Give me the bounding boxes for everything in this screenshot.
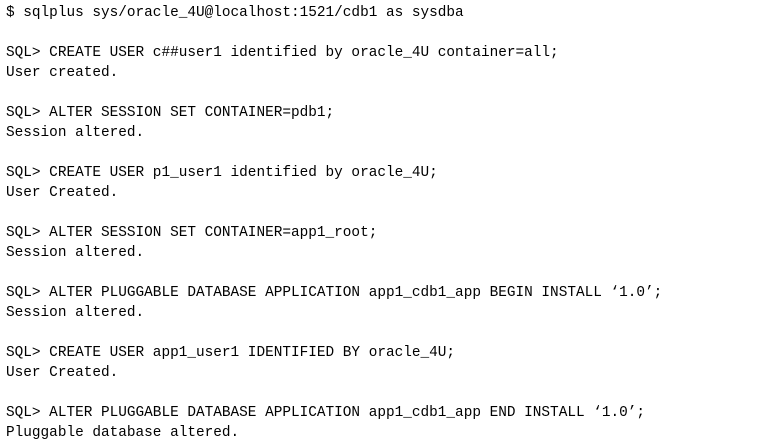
terminal-blank-line [6, 323, 767, 343]
terminal-blank-line [6, 263, 767, 283]
terminal-line-command: SQL> ALTER PLUGGABLE DATABASE APPLICATIO… [6, 405, 646, 421]
terminal-line-command: SQL> CREATE USER c##user1 identified by … [6, 45, 559, 61]
terminal-blank-line [6, 23, 767, 43]
terminal-line-connect: $ sqlplus sys/oracle_4U@localhost:1521/c… [6, 5, 464, 21]
terminal-line-result: User Created. [6, 185, 119, 201]
terminal-line-result: User Created. [6, 365, 119, 381]
terminal-line-command: SQL> ALTER SESSION SET CONTAINER=pdb1; [6, 105, 335, 121]
terminal-blank-line [6, 383, 767, 403]
terminal-line-result: Session altered. [6, 245, 145, 261]
terminal-blank-line [6, 203, 767, 223]
terminal-line-command: SQL> ALTER SESSION SET CONTAINER=app1_ro… [6, 225, 378, 241]
terminal-line-command: SQL> ALTER PLUGGABLE DATABASE APPLICATIO… [6, 285, 663, 301]
terminal-line-result: Pluggable database altered. [6, 425, 240, 441]
terminal-line-result: Session altered. [6, 305, 145, 321]
terminal-blank-line [6, 83, 767, 103]
terminal-blank-line [6, 143, 767, 163]
terminal-line-result: Session altered. [6, 125, 145, 141]
terminal-line-result: User created. [6, 65, 119, 81]
terminal-line-command: SQL> CREATE USER p1_user1 identified by … [6, 165, 438, 181]
terminal-line-command: SQL> CREATE USER app1_user1 IDENTIFIED B… [6, 345, 456, 361]
